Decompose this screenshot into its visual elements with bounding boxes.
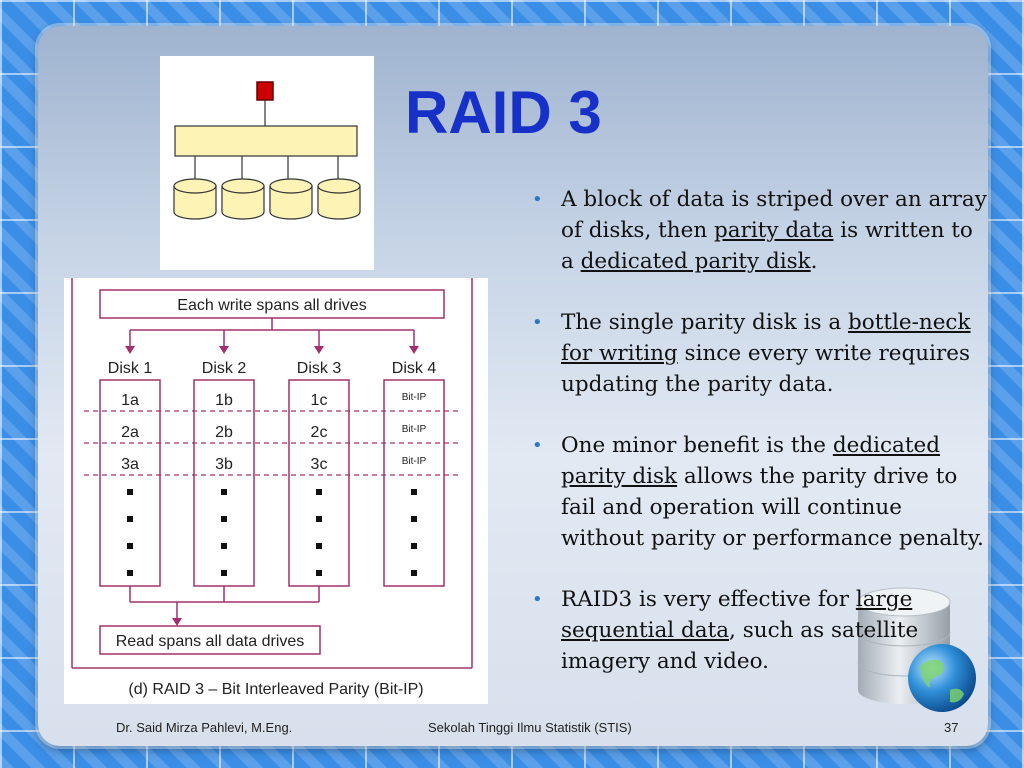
bullet-item: •One minor benefit is the dedicated pari…	[530, 430, 990, 554]
disk-label: Disk 3	[297, 360, 342, 377]
underlined-term: large sequential data	[561, 587, 913, 643]
disk-label: Disk 2	[202, 360, 247, 377]
block-label: 1c	[311, 392, 328, 409]
footer-author: Dr. Said Mirza Pahlevi, M.Eng.	[116, 720, 293, 735]
bullet-icon: •	[532, 189, 543, 210]
underlined-term: dedicated parity disk	[561, 433, 940, 489]
underlined-term: parity data	[714, 218, 834, 243]
page-number: 37	[944, 720, 959, 735]
underlined-term: bottle-neck for writing	[561, 310, 971, 366]
bullet-icon: •	[532, 435, 543, 456]
raid3-diagram: Each write spans all drives Disk 1 Disk …	[64, 278, 488, 704]
bullet-icon: •	[532, 312, 543, 333]
block-label: 3a	[121, 456, 139, 473]
block-label: 3c	[311, 456, 328, 473]
bullet-item: •RAID3 is very effective for large seque…	[530, 584, 990, 677]
parity-block-label: Bit-IP	[402, 456, 427, 467]
raid-array-illustration	[160, 56, 374, 270]
block-label: 2c	[311, 424, 328, 441]
block-label: 2a	[121, 424, 139, 441]
slide-title: RAID 3	[405, 79, 602, 146]
block-label: 1b	[215, 392, 233, 409]
bullet-icon: •	[532, 589, 543, 610]
bullet-item: •The single parity disk is a bottle-neck…	[530, 307, 990, 400]
read-label: Read spans all data drives	[116, 633, 305, 650]
write-label: Each write spans all drives	[177, 297, 366, 314]
disk-label: Disk 1	[108, 360, 153, 377]
figure-caption: (d) RAID 3 – Bit Interleaved Parity (Bit…	[128, 681, 423, 698]
block-label: 2b	[215, 424, 233, 441]
underlined-term: dedicated parity disk	[580, 249, 811, 274]
parity-block-label: Bit-IP	[402, 424, 427, 435]
block-label: 3b	[215, 456, 233, 473]
parity-block-label: Bit-IP	[402, 392, 427, 403]
bullet-list: •A block of data is striped over an arra…	[530, 184, 990, 707]
footer-institution: Sekolah Tinggi Ilmu Statistik (STIS)	[428, 720, 632, 735]
disk-label: Disk 4	[392, 360, 437, 377]
database-globe-icon	[850, 582, 980, 714]
bullet-item: •A block of data is striped over an arra…	[530, 184, 990, 277]
block-label: 1a	[121, 392, 139, 409]
